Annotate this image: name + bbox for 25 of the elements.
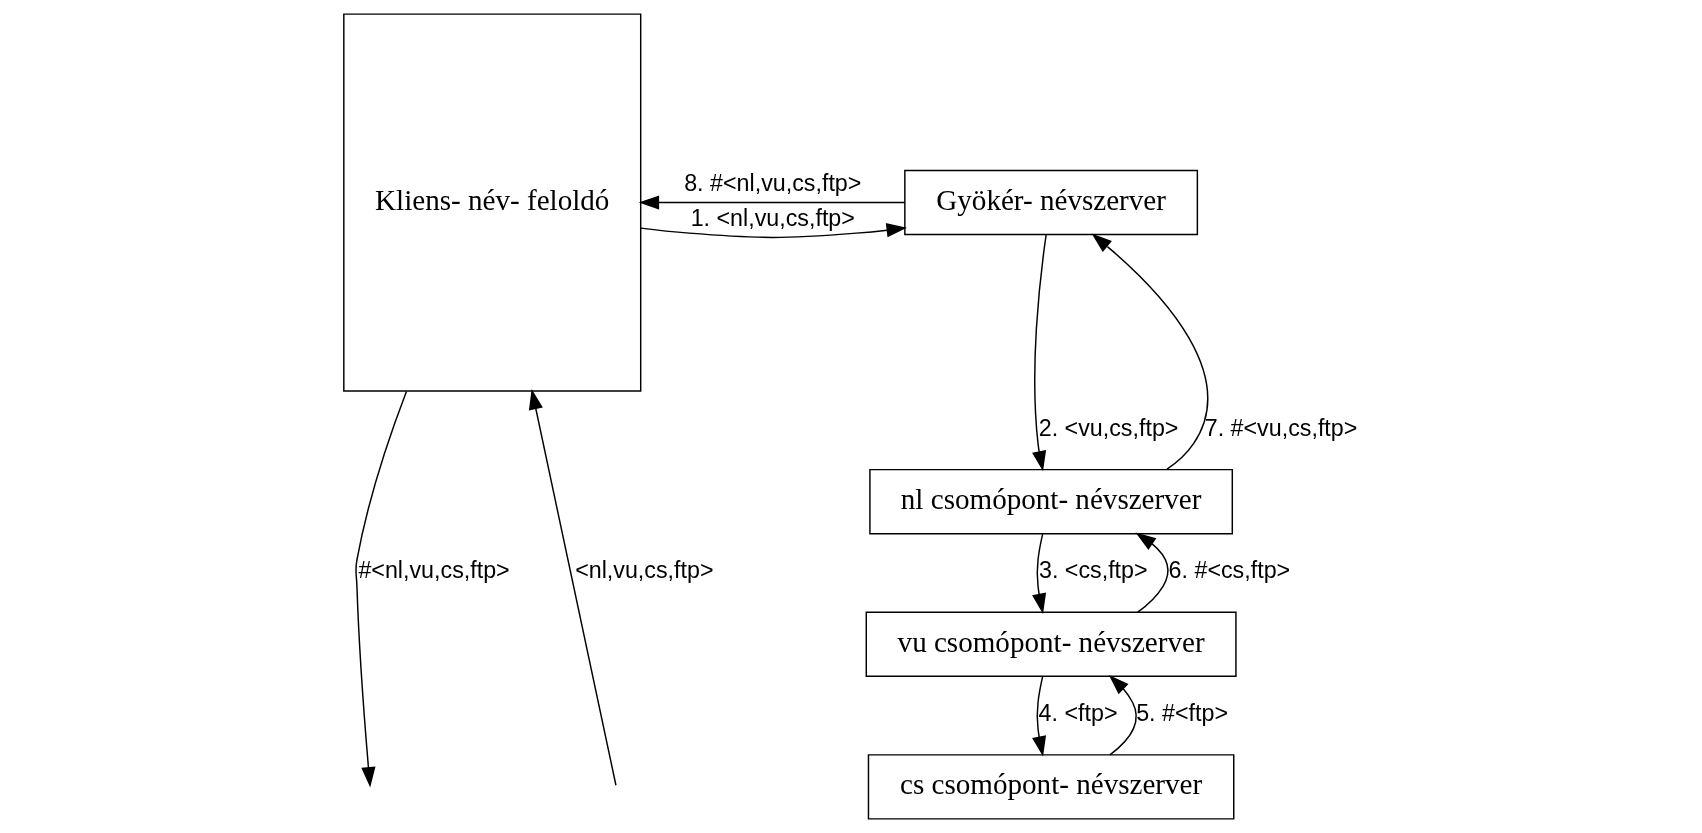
- arrow: [640, 223, 907, 239]
- node-box: cs csomópont- névszerver: [867, 754, 1235, 820]
- node-box: Kliens- név- feloldó: [343, 13, 642, 392]
- edge-label: #<nl,vu,cs,ftp>: [358, 557, 510, 584]
- edge-label: 2. <vu,cs,ftp>: [1038, 414, 1179, 441]
- edge-label: 6. #<cs,ftp>: [1168, 557, 1291, 584]
- edge-label: <nl,vu,cs,ftp>: [575, 557, 714, 584]
- edge-label: 8. #<nl,vu,cs,ftp>: [684, 169, 862, 196]
- edge-label: 7. #<vu,cs,ftp>: [1204, 414, 1358, 441]
- edge-label: 5. #<ftp>: [1136, 700, 1229, 727]
- edge-label: 1. <nl,vu,cs,ftp>: [690, 204, 855, 231]
- arrow: [355, 390, 408, 788]
- node-box: Gyökér- névszerver: [904, 169, 1199, 236]
- edge-label: 4. <ftp>: [1038, 700, 1118, 727]
- node-box: vu csomópont- névszerver: [865, 611, 1237, 677]
- arrow: [528, 389, 617, 786]
- arrow: [1032, 533, 1047, 614]
- arrow: [638, 195, 906, 210]
- arrow: [1032, 234, 1047, 472]
- arrow: [1032, 676, 1047, 757]
- edge-label: 3. <cs,ftp>: [1038, 557, 1148, 584]
- arrow: [1091, 233, 1209, 470]
- arrow: [1135, 532, 1169, 613]
- arrow: [1108, 674, 1137, 756]
- node-box: nl csomópont- névszerver: [869, 468, 1233, 535]
